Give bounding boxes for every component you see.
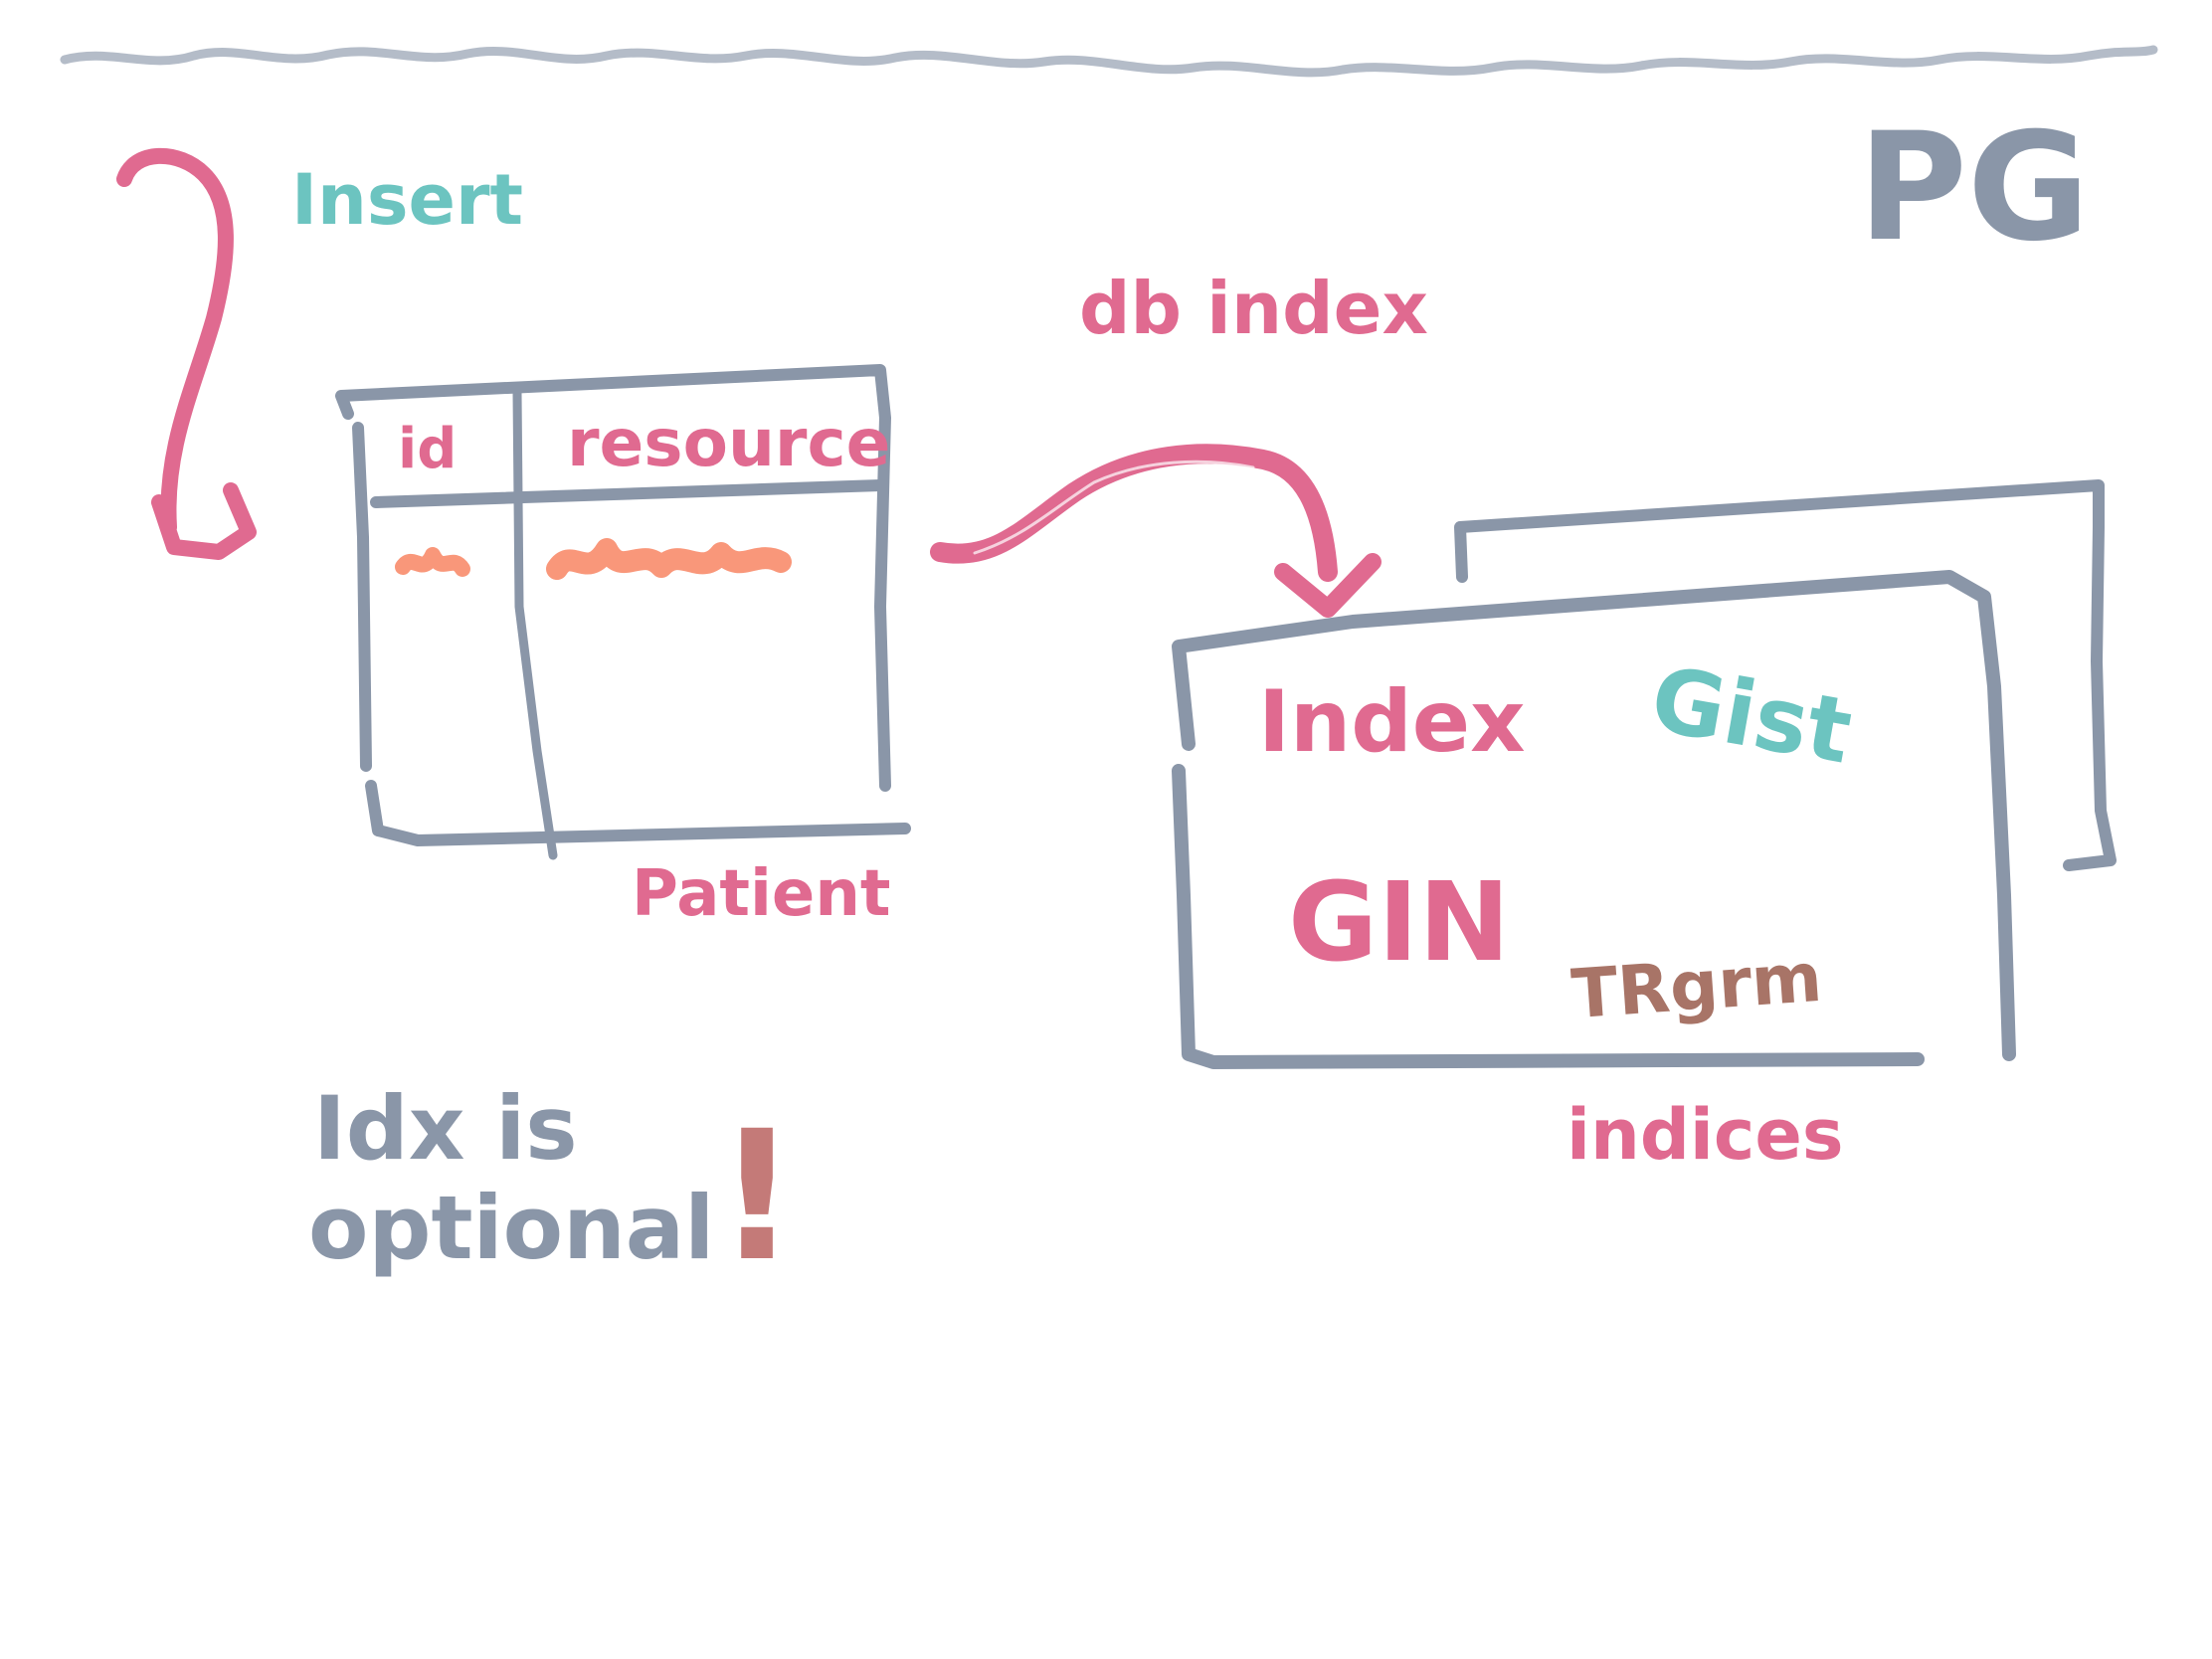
index-arrowhead-icon bbox=[1274, 553, 1382, 618]
insert-label: Insert bbox=[291, 159, 523, 241]
gist-label: Gist bbox=[1643, 646, 1859, 784]
db-index-label: db index bbox=[1079, 267, 1428, 350]
indices-label: indices bbox=[1567, 1094, 1844, 1176]
note-line2: optional bbox=[308, 1177, 714, 1279]
index-card-back bbox=[1454, 479, 2117, 871]
table-row-id-scribble bbox=[395, 547, 470, 577]
insert-arrow bbox=[116, 147, 234, 535]
note-exclaim: ! bbox=[716, 1093, 798, 1301]
trgrm-label: TRgrm bbox=[1569, 939, 1825, 1034]
index-title: Index bbox=[1258, 672, 1526, 772]
patient-table-header-divider bbox=[370, 479, 886, 508]
patient-table-frame bbox=[335, 364, 911, 846]
pg-label: PG bbox=[1858, 101, 2090, 275]
insert-arrowhead-icon bbox=[151, 482, 257, 560]
table-to-index-arrow bbox=[930, 444, 1338, 582]
patient-table: id resource Patient bbox=[335, 364, 911, 931]
table-col-resource-header: resource bbox=[567, 405, 890, 481]
index-card-front: Index Gist GIN TRgrm bbox=[1172, 570, 2016, 1069]
table-name-label: Patient bbox=[632, 857, 890, 931]
index-card-frame bbox=[1172, 570, 2016, 1069]
table-col-id-header: id bbox=[398, 417, 457, 481]
patient-table-column-divider bbox=[512, 388, 558, 860]
table-to-index-arrow-highlight bbox=[973, 460, 1255, 555]
note-line1: Idx is bbox=[313, 1077, 578, 1180]
table-row-resource-scribble bbox=[546, 538, 792, 580]
header-wavy-line bbox=[60, 45, 2158, 78]
gin-label: GIN bbox=[1288, 858, 1510, 986]
